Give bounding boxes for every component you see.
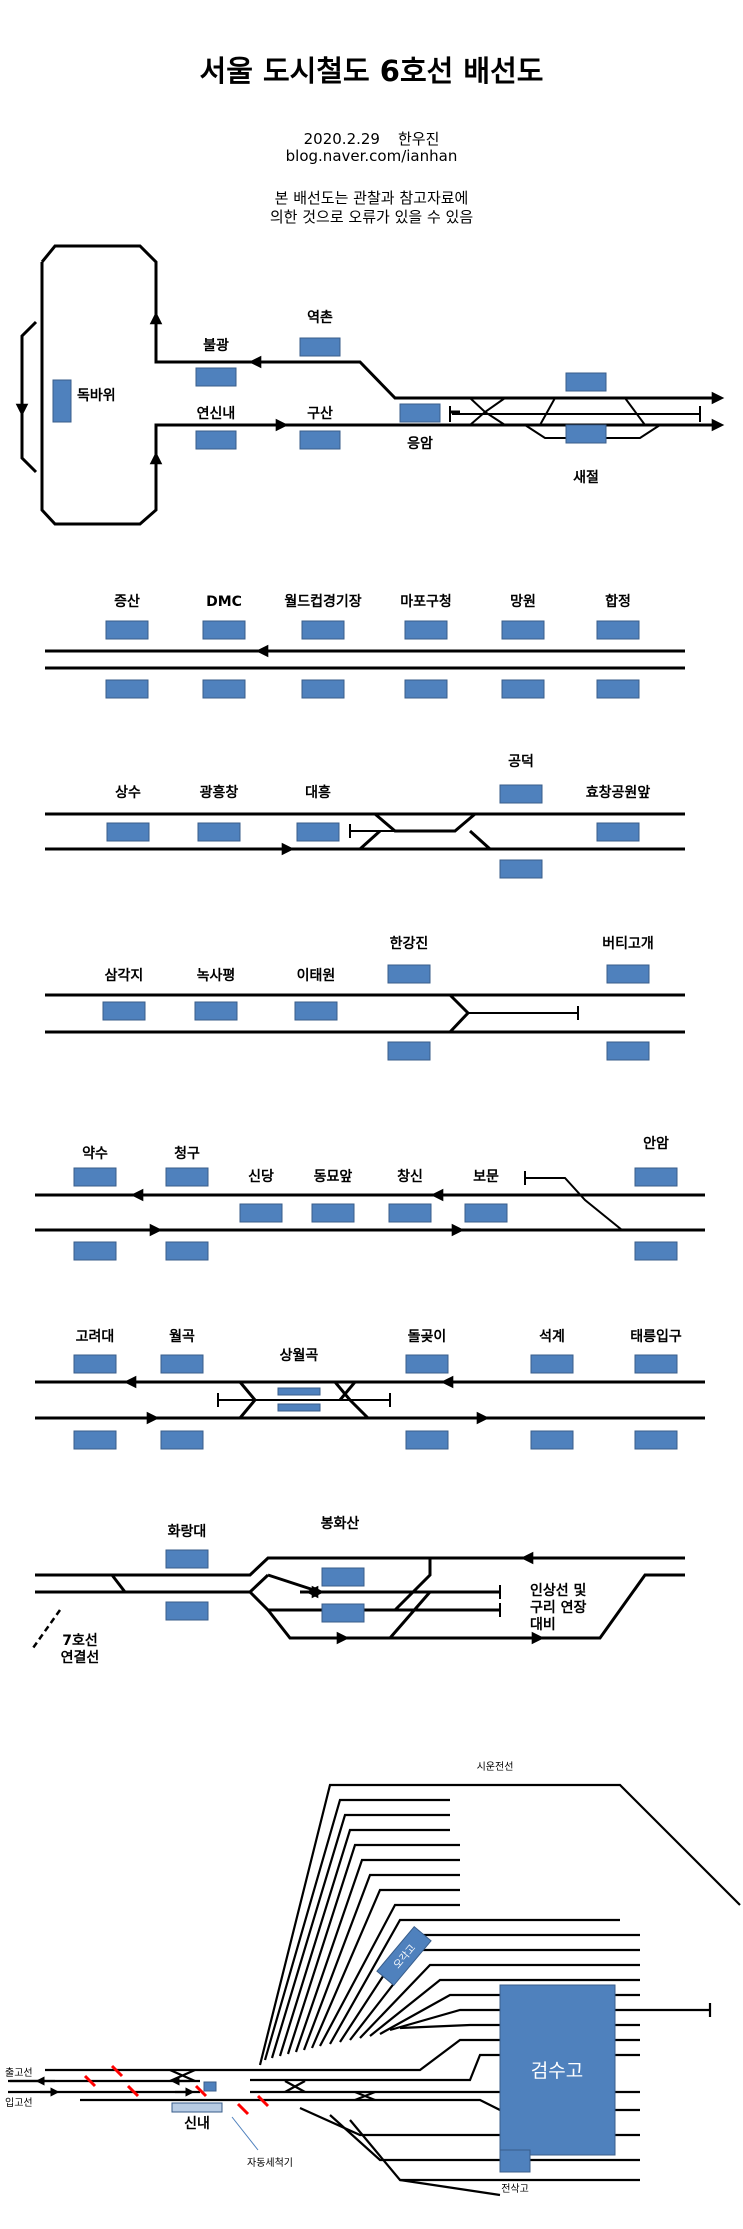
station-yeokchon: 역촌 bbox=[307, 309, 333, 326]
section-loop-platforms bbox=[52, 337, 607, 450]
station-seokgye: 석계 bbox=[539, 1329, 565, 1345]
section-2-platforms bbox=[105, 620, 640, 699]
section-7-tracks bbox=[31, 1551, 685, 1649]
station-dmc: DMC bbox=[206, 594, 242, 610]
section-2-tracks bbox=[45, 644, 685, 670]
station-changsin: 창신 bbox=[397, 1168, 423, 1185]
label-siun: 시운전선 bbox=[477, 1761, 514, 1773]
platform-yeonsinnae bbox=[195, 430, 237, 450]
label-chulgo: 출고선 bbox=[5, 2067, 33, 2079]
station-saejeol: 새절 bbox=[573, 470, 599, 486]
label-ipgo: 입고선 bbox=[5, 2096, 33, 2109]
section-5-tracks bbox=[35, 1171, 705, 1237]
station-mangwon: 망원 bbox=[510, 593, 536, 610]
section-4-platforms bbox=[102, 964, 650, 1061]
section-3-tracks bbox=[45, 812, 685, 856]
station-itaewon: 이태원 bbox=[297, 967, 336, 984]
ogam-building bbox=[376, 1926, 432, 1986]
station-beotigogae: 버티고개 bbox=[602, 935, 654, 952]
section-6-platforms bbox=[73, 1354, 678, 1450]
platform-gusan bbox=[299, 430, 341, 450]
station-wolgok: 월곡 bbox=[169, 1328, 195, 1345]
station-sangsu: 상수 bbox=[115, 785, 141, 801]
platform-bulgwang bbox=[195, 367, 237, 387]
section-loop bbox=[20, 244, 720, 526]
date: 2020.2.29 bbox=[303, 130, 380, 148]
geomsugo-building bbox=[499, 1984, 616, 2156]
station-daeheung: 대흥 bbox=[305, 784, 331, 801]
station-eungam: 응암 bbox=[407, 435, 433, 452]
line7-link-2: 연결선 bbox=[61, 1649, 100, 1666]
section-5-platforms bbox=[73, 1167, 678, 1261]
platform-saejeol-2 bbox=[565, 424, 607, 444]
platform-yeokchon bbox=[299, 337, 341, 357]
station-bomun: 보문 bbox=[473, 1169, 499, 1185]
platform-saejeol-1 bbox=[565, 372, 607, 392]
station-cheonggu: 청구 bbox=[174, 1146, 200, 1162]
station-noksapyeong: 녹사평 bbox=[197, 967, 236, 984]
disclaimer-line-2: 의한 것으로 오류가 있을 수 있음 bbox=[269, 208, 474, 226]
label-geomsugo: 검수고 bbox=[531, 2060, 583, 2082]
section-3-platforms bbox=[106, 784, 640, 879]
station-mapo-office: 마포구청 bbox=[400, 594, 452, 610]
station-hapjeong: 합정 bbox=[605, 593, 631, 610]
station-yaksu: 약수 bbox=[82, 1145, 108, 1162]
station-sangwolgok: 상월곡 bbox=[280, 1347, 319, 1364]
section-loop-arrows bbox=[15, 311, 725, 470]
station-sinnae: 신내 bbox=[184, 2116, 210, 2132]
station-bonghwasan: 봉화산 bbox=[321, 1515, 360, 1532]
station-worldcup: 월드컵경기장 bbox=[284, 593, 361, 610]
depot-buildings bbox=[171, 1926, 616, 2173]
station-gongdeok: 공덕 bbox=[508, 753, 534, 770]
jeonsakgo-building bbox=[499, 2149, 531, 2173]
depot-arrows bbox=[35, 2076, 195, 2097]
section-4-tracks bbox=[45, 993, 685, 1034]
section-6-tracks bbox=[35, 1375, 705, 1425]
station-bulgwang: 불광 bbox=[203, 337, 229, 354]
extension-note-3: 대비 bbox=[530, 1617, 556, 1633]
depot-signals bbox=[83, 2064, 270, 2116]
station-taereung: 태릉입구 bbox=[630, 1329, 682, 1345]
page-title: 서울 도시철도 6호선 배선도 bbox=[199, 54, 544, 88]
station-gwangheungchang: 광흥창 bbox=[200, 784, 239, 801]
station-hwarangdae: 화랑대 bbox=[168, 1524, 207, 1540]
label-jeonsakgo: 전삭고 bbox=[501, 2183, 529, 2195]
station-korea-univ: 고려대 bbox=[76, 1328, 115, 1345]
station-gusan: 구산 bbox=[307, 405, 333, 422]
author: 한우진 bbox=[397, 130, 440, 148]
station-dolgoji: 돌곶이 bbox=[408, 1328, 447, 1345]
blog-url[interactable]: blog.naver.com/ianhan bbox=[285, 147, 458, 165]
line7-link-1: 7호선 bbox=[62, 1633, 98, 1649]
platform-eungam bbox=[399, 403, 441, 423]
station-samgakji: 삼각지 bbox=[105, 967, 144, 984]
station-hyochang: 효창공원앞 bbox=[586, 784, 651, 801]
station-anam: 안암 bbox=[643, 1135, 669, 1152]
sinnae-platform bbox=[203, 2081, 217, 2092]
washer-pointer bbox=[231, 2116, 259, 2151]
station-dokbawi: 독바위 bbox=[77, 388, 116, 404]
washer-building bbox=[171, 2102, 223, 2113]
station-sindang: 신당 bbox=[248, 1168, 274, 1185]
extension-note-1: 인상선 및 bbox=[530, 1582, 587, 1599]
extension-note-2: 구리 연장 bbox=[530, 1599, 587, 1616]
section-7-platforms bbox=[165, 1549, 365, 1623]
disclaimer-line-1: 본 배선도는 관찰과 참고자료에 bbox=[274, 189, 469, 207]
station-jeungsan: 증산 bbox=[114, 593, 140, 610]
platform-dokbawi bbox=[52, 379, 72, 423]
station-dongmyo: 동묘앞 bbox=[314, 1169, 353, 1185]
station-yeonsinnae: 연신내 bbox=[197, 406, 236, 422]
station-hangangjin: 한강진 bbox=[390, 935, 429, 952]
label-washer: 자동세척기 bbox=[247, 2157, 293, 2169]
date-author-line: 2020.2.29 한우진 bbox=[0, 128, 743, 149]
depot-tracks bbox=[8, 1783, 741, 2197]
